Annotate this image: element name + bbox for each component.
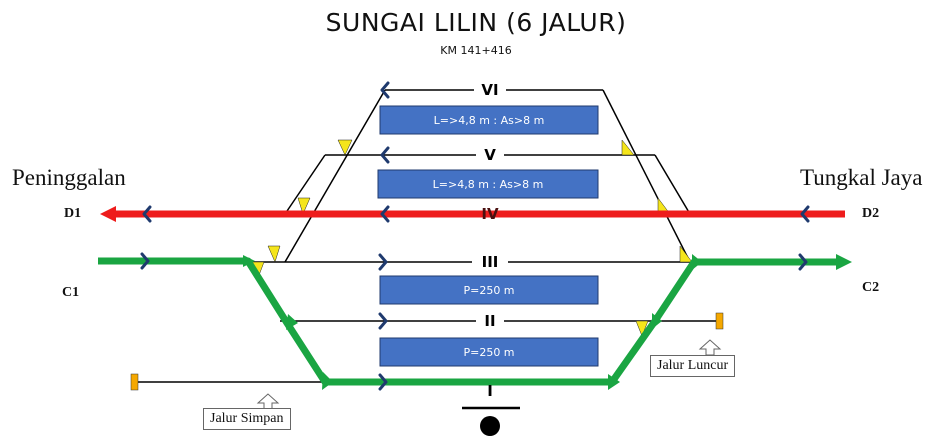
arrowhead-right-icon: [286, 314, 298, 330]
track-vi-right-turnout: [602, 89, 691, 263]
track-label-vi: VI: [481, 81, 498, 99]
platform-box-label: L=>4,8 m : As>8 m: [434, 114, 545, 127]
diagram-subtitle: KM 141+416: [440, 44, 512, 57]
note-siding: Jalur Simpan: [203, 408, 291, 430]
end-label-c1: C1: [62, 285, 80, 300]
callout-arrow-up-icon: [256, 393, 280, 410]
end-label-c2: C2: [862, 280, 880, 295]
note-runoff: Jalur Luncur: [650, 355, 736, 377]
platform-box: [379, 105, 599, 135]
chevron-right-icon: [378, 312, 388, 330]
platform-box: [379, 337, 599, 367]
chevron-left-icon: [380, 146, 390, 164]
turnout-marker: [267, 245, 281, 263]
track-label-bg: [472, 252, 508, 270]
arrowhead-right-icon: [243, 255, 255, 267]
end-label-d2: D2: [862, 206, 880, 221]
track-label-v: V: [484, 146, 496, 164]
diagram-title: SUNGAI LILIN (6 JALUR): [325, 8, 627, 37]
turnout-marker: [635, 320, 649, 337]
turnout-marker: [297, 197, 311, 215]
platform-box: [377, 169, 599, 199]
signal-lamp-icon: [480, 416, 500, 436]
track-label-iv: IV: [481, 205, 499, 223]
platform-box-label: P=250 m: [463, 284, 514, 297]
arrowhead-right-icon: [836, 254, 852, 270]
station-right-label: Tungkal Jaya: [800, 165, 923, 190]
track-label-i: I: [487, 382, 493, 400]
track-label-ii: II: [484, 312, 495, 330]
track-v-right-turnout: [654, 154, 691, 215]
platform-box-label: L=>4,8 m : As>8 m: [433, 178, 544, 191]
route-c1-c2-line: [98, 257, 838, 386]
station-left-label: Peninggalan: [12, 165, 126, 190]
arrowhead-right-icon: [322, 372, 333, 390]
arrowhead-right-icon: [652, 313, 662, 329]
chevron-right-icon: [378, 373, 388, 391]
buffer-stop-icon: [130, 373, 139, 391]
platform-box: [379, 275, 599, 305]
chevron-left-icon: [380, 205, 390, 223]
chevron-left-icon: [800, 205, 810, 223]
platform-box-label: P=250 m: [463, 346, 514, 359]
callout-arrow-up-icon: [698, 339, 722, 356]
track-label-bg: [474, 80, 506, 98]
chevron-left-icon: [142, 205, 152, 223]
arrowhead-right-icon: [692, 254, 702, 270]
track-label-bg: [476, 146, 504, 164]
chevron-right-icon: [378, 253, 388, 271]
chevron-right-icon: [798, 253, 808, 271]
arrowhead-left-icon: [100, 206, 116, 222]
end-label-d1: D1: [64, 206, 82, 221]
turnout-marker: [337, 139, 353, 156]
turnout-marker: [621, 139, 635, 156]
track-label-iii: III: [482, 253, 499, 271]
track-v-left-turnout: [284, 154, 326, 215]
track-vi-left-turnout: [284, 89, 386, 263]
turnout-marker: [679, 245, 693, 263]
buffer-stop-icon: [715, 312, 724, 330]
track-label-bg: [476, 312, 504, 330]
chevron-left-icon: [380, 81, 390, 99]
arrowhead-right-icon: [608, 374, 620, 390]
chevron-right-icon: [140, 252, 150, 270]
